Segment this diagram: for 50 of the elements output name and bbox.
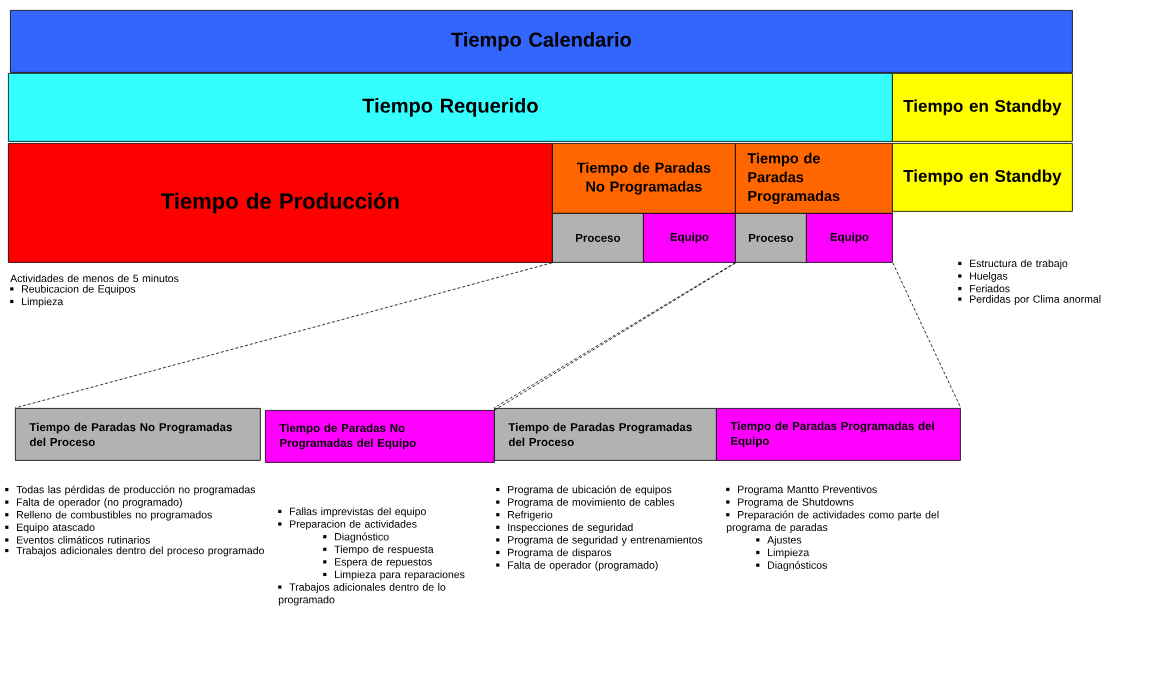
bullet-item: Limpieza para reparaciones	[323, 570, 465, 581]
bullet-item: Tiempo de respuesta	[323, 545, 434, 556]
bullet-item: Programa de ubicación de equipos	[496, 485, 672, 496]
bullet-item: Programa de Shutdowns	[726, 498, 854, 508]
time-box: Tiempo de Paradas No Programadas del Equipo	[265, 410, 495, 463]
bullet-item: Huelgas	[958, 272, 1008, 282]
bullet-item: Estructura de trabajo	[958, 259, 1068, 270]
bullet-item: Espera de repuestos	[323, 557, 432, 568]
bullet-item: Refrigerio	[496, 510, 553, 521]
bullet-item: Preparacion de actividades	[278, 520, 417, 530]
time-box: Tiempo en Standby	[892, 73, 1073, 142]
time-box: Tiempo de Paradas Programadas	[735, 143, 893, 214]
bullet-item: Limpieza	[10, 297, 64, 308]
bullet-item: Fallas imprevistas del equipo	[278, 507, 426, 518]
bullet-item: Programa Mantto Preventivos	[726, 485, 877, 496]
dashed-line	[14, 262, 553, 409]
time-cell: Proceso	[735, 213, 807, 263]
bullet-item: Eventos climáticos rutinarios	[5, 535, 150, 544]
bullet-item: Equipo atascado	[5, 523, 95, 534]
time-box: Tiempo en Standby	[892, 143, 1073, 212]
bullet-item: Reubicacion de Equipos	[10, 284, 136, 295]
bullet-item: Inspecciones de seguridad	[496, 523, 633, 534]
time-cell: Equipo	[643, 213, 736, 263]
bullet-item: Diagnósticos	[756, 561, 827, 571]
time-box: Tiempo de Paradas No Programadas del Proceso	[15, 408, 261, 461]
bullet-item: Perdidas por Clima anormal	[958, 295, 1101, 305]
bullet-item: Programa de disparos	[496, 548, 612, 559]
bullet-item: Todas las pérdidas de producción no programadas	[5, 485, 256, 496]
bullet-item: Preparación de actividades como parte del programa de paradas	[726, 510, 939, 534]
time-band: Tiempo Calendario	[10, 10, 1073, 73]
bullet-item: Programa de seguridad y entrenamientos	[496, 535, 703, 546]
note-text: Actividades de menos de 5 minutos	[10, 274, 179, 283]
time-cell: Equipo	[806, 213, 893, 263]
bullet-item: Relleno de combustibles no programados	[5, 510, 212, 521]
bullet-item: Diagnóstico	[323, 532, 389, 543]
bullet-item: Falta de operador (no programado)	[5, 498, 182, 508]
time-box: Tiempo de Paradas No Programadas	[552, 143, 736, 214]
bullet-item: Programa de movimiento de cables	[496, 498, 675, 508]
bullet-item: Ajustes	[756, 535, 802, 546]
bullet-item: Falta de operador (programado)	[496, 561, 658, 571]
time-box: Tiempo de Paradas Programadas del Equipo	[716, 408, 961, 461]
time-band: Tiempo Requerido	[8, 73, 893, 142]
bullet-item: Trabajos adicionales dentro del proceso programado	[5, 546, 264, 557]
bullet-item: Trabajos adicionales dentro de lo programado	[278, 583, 446, 606]
time-box: Tiempo de Producción	[8, 143, 553, 263]
bullet-item: Feriados	[958, 284, 1010, 293]
dashed-line	[892, 262, 962, 409]
bullet-item: Limpieza	[756, 548, 810, 559]
time-cell: Proceso	[552, 213, 644, 263]
time-box: Tiempo de Paradas Programadas del Proceso	[494, 408, 717, 461]
